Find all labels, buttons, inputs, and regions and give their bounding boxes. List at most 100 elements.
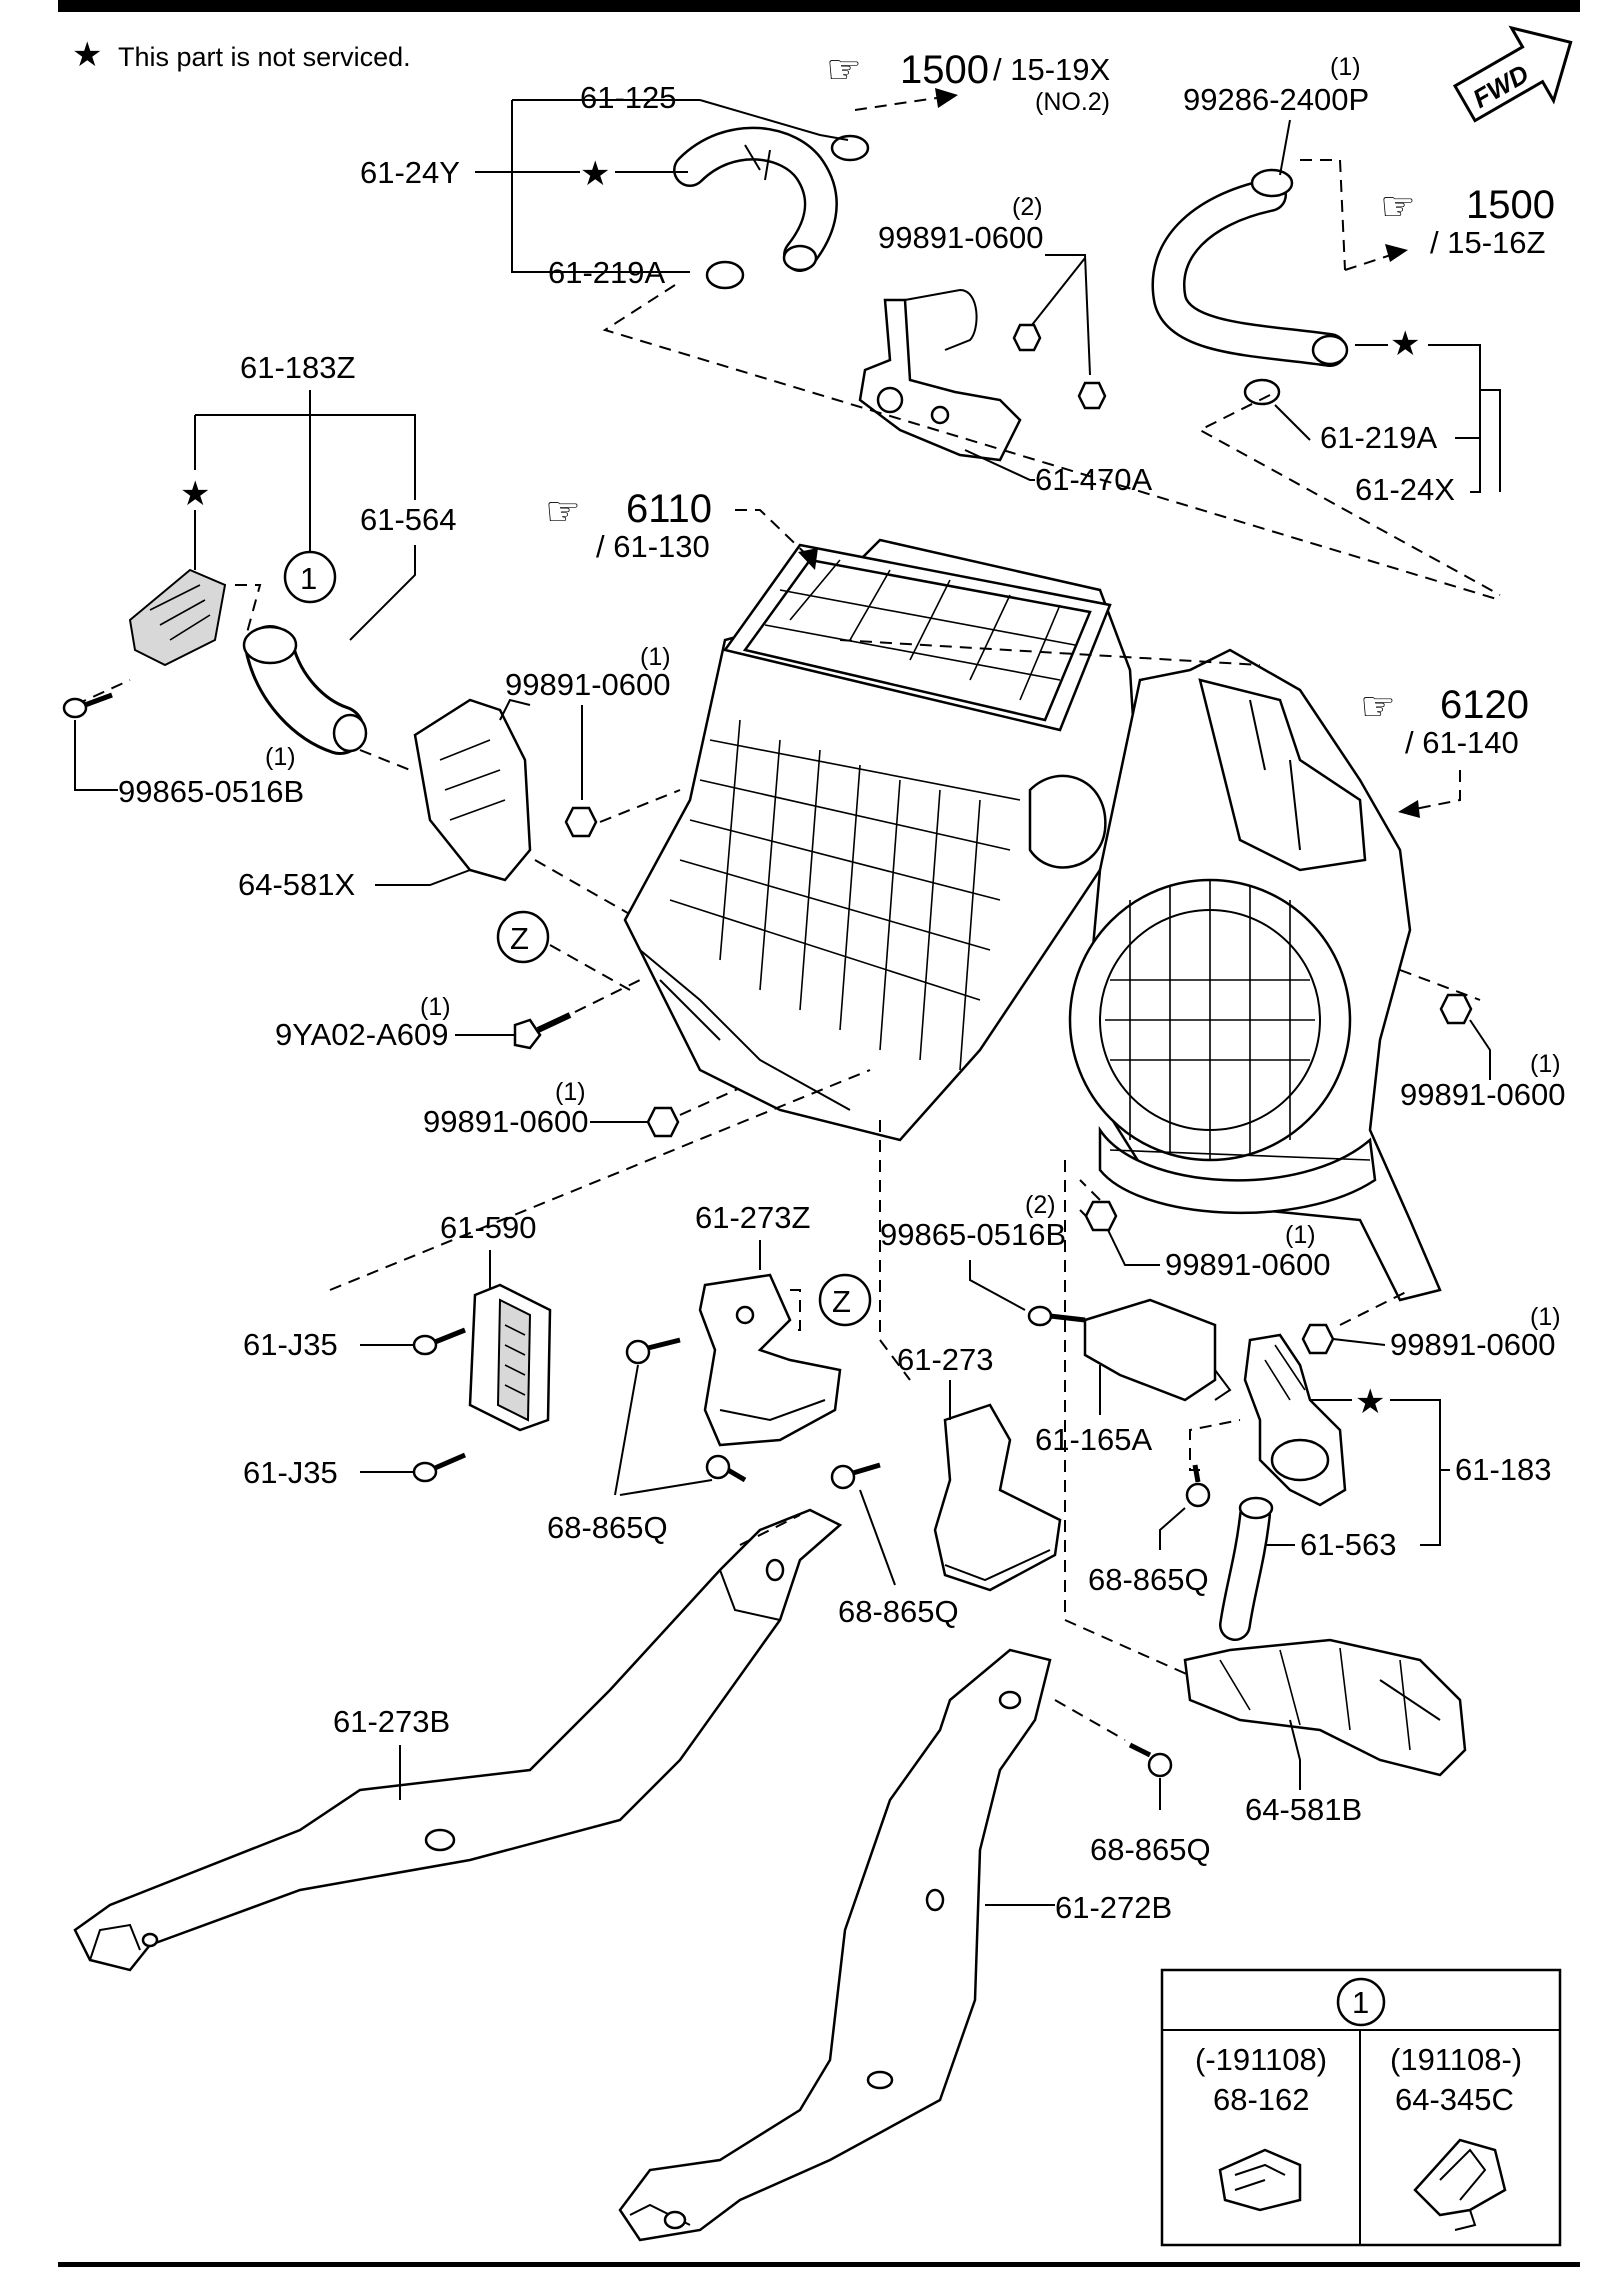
label-61-219A-top: 61-219A	[548, 255, 666, 290]
label-61-125: 61-125	[580, 80, 677, 115]
label-61-183: 61-183	[1455, 1452, 1552, 1487]
clip-icon	[1185, 1464, 1211, 1508]
ref-1500-b: ☞ 1500 / 15-16Z	[1380, 183, 1555, 260]
ref-1500-b-sub: / 15-16Z	[1430, 225, 1545, 260]
label-9YA02-qty: (1)	[420, 993, 451, 1021]
label-99891-low: 99891-0600	[423, 1104, 589, 1139]
module-61-590	[468, 1283, 552, 1432]
label-68-865Q-c: 68-865Q	[1088, 1562, 1209, 1597]
label-99891-mid: 99891-0600	[505, 667, 671, 702]
label-61-272B: 61-272B	[1055, 1890, 1172, 1925]
legend-left-range: (-191108)	[1195, 2042, 1327, 2077]
legend-box: 1 (-191108) 68-162 (191108-) 64-345C	[1160, 1968, 1562, 2247]
clip-icon	[830, 1462, 881, 1490]
screw-icon	[62, 692, 113, 719]
fwd-arrow-icon: FWD	[1452, 25, 1573, 123]
duct-61-273B	[73, 1508, 843, 1972]
label-61-24X: 61-24X	[1355, 472, 1455, 507]
ref-6120: ☞ 6120 / 61-140	[1360, 683, 1529, 818]
connector-61-183	[1243, 1333, 1347, 1507]
duct-61-273	[933, 1403, 1062, 1592]
ref-1500-a-sub: / 15-19X	[993, 52, 1111, 87]
hose-61-564	[242, 625, 368, 755]
label-61-564: 61-564	[360, 502, 457, 537]
nut-icon	[1012, 323, 1042, 352]
screw-icon	[412, 1452, 466, 1483]
label-99865-l-qty: (1)	[265, 743, 296, 771]
ref-6110-sub: / 61-130	[596, 529, 710, 564]
label-99891-mid-qty: (1)	[640, 643, 671, 671]
ref-6120-num: 6120	[1440, 683, 1529, 727]
label-99865-l: 99865-0516B	[118, 774, 304, 809]
ref-1500-b-num: 1500	[1466, 183, 1555, 227]
label-61-J35-a: 61-J35	[243, 1327, 338, 1362]
clip-icon	[705, 1454, 747, 1483]
legend-left-part: 68-162	[1213, 2082, 1310, 2117]
label-61-273Z: 61-273Z	[695, 1200, 810, 1235]
label-61-273B: 61-273B	[333, 1704, 450, 1739]
pointing-hand-icon: ☞	[545, 490, 581, 534]
label-99891-r1-qty: (1)	[1530, 1050, 1561, 1078]
clip-68-162-icon	[1218, 2148, 1302, 2212]
bracket-61-165A	[1083, 1298, 1232, 1402]
label-99891-r2: 99891-0600	[1390, 1327, 1556, 1362]
duct-64-581X	[413, 698, 532, 882]
screw-icon	[412, 1327, 466, 1356]
label-61-24Y: 61-24Y	[360, 155, 460, 190]
zone-z-text: Z	[510, 921, 529, 956]
label-61-183Z: 61-183Z	[240, 350, 355, 385]
label-61-J35-b: 61-J35	[243, 1455, 338, 1490]
ref-1500-a: ☞ 1500 / 15-19X (NO.2)	[826, 48, 1111, 116]
screw-icon	[1027, 1305, 1086, 1327]
nut-icon	[564, 806, 598, 838]
nut-icon	[1077, 381, 1107, 410]
ref-6110: ☞ 6110 / 61-130	[545, 487, 818, 570]
star-icon: ★	[1355, 1383, 1385, 1421]
label-99865-c: 99865-0516B	[880, 1217, 1066, 1252]
label-61-590: 61-590	[440, 1210, 537, 1245]
label-99865-c-qty: (2)	[1025, 1191, 1056, 1219]
star-icon: ★	[1390, 325, 1420, 363]
ref-6110-num: 6110	[626, 487, 712, 531]
callout-marker-1: 1	[283, 550, 337, 604]
bracket-61-470A	[858, 288, 1022, 462]
legend-marker: 1	[1352, 1985, 1369, 2020]
label-68-865Q-d: 68-865Q	[1090, 1832, 1211, 1867]
star-icon: ★	[72, 36, 102, 74]
label-99891-top-qty: (2)	[1012, 193, 1043, 221]
pointing-hand-icon: ☞	[826, 48, 862, 92]
nut-icon	[1439, 993, 1473, 1025]
star-icon: ★	[580, 155, 610, 193]
label-68-865Q-b: 68-865Q	[838, 1594, 959, 1629]
label-99891-r2-qty: (1)	[1530, 1303, 1561, 1331]
clip-icon	[1128, 1742, 1173, 1778]
legend-right-part: 64-345C	[1395, 2082, 1514, 2117]
label-61-273: 61-273	[897, 1342, 994, 1377]
clip-64-345C-icon	[1413, 2138, 1507, 2231]
star-note: ★ This part is not serviced.	[72, 36, 411, 74]
label-99286: 99286-2400P	[1183, 82, 1369, 117]
zone-z-marker: Z	[496, 910, 550, 964]
label-61-470A: 61-470A	[1035, 462, 1153, 497]
hose-61-563	[1219, 1496, 1274, 1641]
nut-icon	[646, 1106, 680, 1138]
label-64-581B: 64-581B	[1245, 1792, 1362, 1827]
label-61-165A: 61-165A	[1035, 1422, 1153, 1457]
label-99891-top: 99891-0600	[878, 220, 1044, 255]
star-icon: ★	[180, 475, 210, 513]
zone-z-text-2: Z	[832, 1284, 851, 1319]
connector-61-183Z	[128, 568, 227, 667]
pointing-hand-icon: ☞	[1360, 685, 1396, 729]
label-68-865Q-a: 68-865Q	[547, 1510, 668, 1545]
pointing-hand-icon: ☞	[1380, 185, 1416, 229]
zone-z-marker-2: Z	[818, 1273, 872, 1327]
label-99891-c: 99891-0600	[1165, 1247, 1331, 1282]
bottom-border	[58, 2262, 1580, 2267]
nut-icon	[1301, 1323, 1335, 1355]
note-text: This part is not serviced.	[118, 42, 411, 72]
label-99891-c-qty: (1)	[1285, 1221, 1316, 1249]
label-99891-low-qty: (1)	[555, 1078, 586, 1106]
ref-1500-a-sub2: (NO.2)	[1035, 88, 1110, 116]
label-64-581X: 64-581X	[238, 867, 356, 902]
